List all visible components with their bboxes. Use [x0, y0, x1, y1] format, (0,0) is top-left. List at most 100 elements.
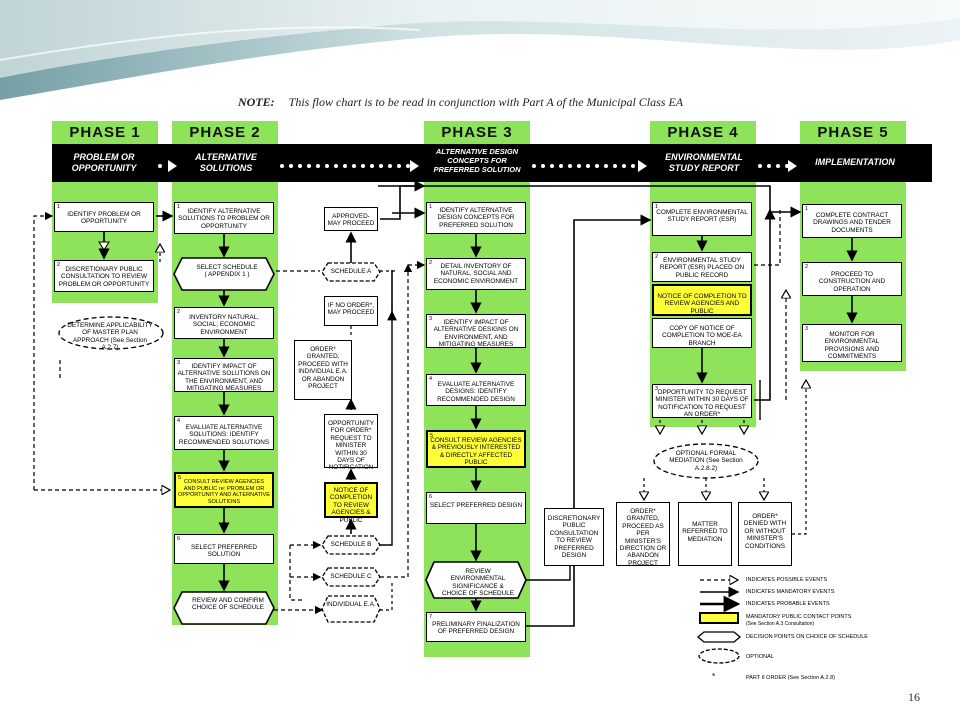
- phase-1-title: PHASE 1: [69, 124, 141, 141]
- p3-to-p4: [526, 214, 652, 627]
- flowchart-note: NOTE:This flow chart is to be read in co…: [238, 95, 684, 109]
- band-dot: [307, 164, 311, 168]
- band-dot: [334, 164, 338, 168]
- band-dot: [158, 164, 162, 168]
- band-arrow-4: [788, 160, 797, 172]
- band-dot: [767, 164, 771, 168]
- individual-ea-label: INDIVIDUAL E.A.: [326, 601, 376, 608]
- band-dot: [343, 164, 347, 168]
- band-arrow-3: [638, 160, 647, 172]
- p4-notice-of-completion-box: NOTICE OF COMPLETION TO REVIEW AGENCIES …: [652, 284, 752, 316]
- band-dot: [559, 164, 563, 168]
- band-dot: [568, 164, 572, 168]
- legend-partii-label: PART II ORDER (See Section A.2.8): [746, 675, 835, 681]
- page-number: 16: [908, 690, 920, 704]
- band-dot: [586, 164, 590, 168]
- schedule-b-label: SCHEDULE B: [330, 541, 372, 548]
- schedule-b-shape: [321, 535, 381, 555]
- band-dot: [325, 164, 329, 168]
- p2-select-schedule-hex: [173, 257, 275, 291]
- order-granted-minister-direction-box: ORDER* GRANTED, PROCEED AS PER MINISTER'…: [616, 502, 670, 567]
- band-dot: [541, 164, 545, 168]
- band-dot: [379, 164, 383, 168]
- schedule-a-label: SCHEDULE A: [330, 268, 372, 275]
- sched-bc-dashed: [289, 545, 304, 601]
- band-label-alternatives: ALTERNATIVE SOLUTIONS: [195, 152, 257, 173]
- schedule-c-label: SCHEDULE C: [330, 573, 372, 580]
- p2-review-confirm-hex: [173, 591, 275, 625]
- individual-back: [380, 580, 393, 611]
- p3-review-significance-label: REVIEW ENVIRONMENTAL SIGNIFICANCE & CHOI…: [441, 568, 515, 598]
- band-dot: [595, 164, 599, 168]
- p2-select-schedule-label: SELECT SCHEDULE ( APPENDIX 1 ): [196, 264, 258, 279]
- legend-decision-hex: [696, 631, 742, 643]
- matter-referred-mediation-box: MATTER REFERRED TO MEDIATION: [678, 502, 732, 566]
- p4-esr-to-p5: [754, 210, 781, 266]
- band-dot: [631, 164, 635, 168]
- legend-probable-label: INDICATES PROBABLE EVENTS: [746, 601, 830, 607]
- legend-contact-label: MANDATORY PUBLIC CONTACT POINTS: [746, 614, 852, 620]
- phase-5-title: PHASE 5: [817, 124, 889, 141]
- order-granted-individual-ea-box: ORDER* GRANTED, PROCEED WITH INDIVIDUAL …: [294, 340, 352, 400]
- band-arrow-2: [410, 160, 419, 172]
- band-dot: [758, 164, 762, 168]
- top-connector: [378, 185, 802, 218]
- if-no-order-box: IF NO ORDER*, MAY PROCEED: [324, 296, 378, 326]
- band-arrow-1: [168, 160, 177, 172]
- order-denied-box: ORDER* DENIED WITH OR WITHOUT MINISTER'S…: [738, 502, 792, 566]
- band-label-problem: PROBLEM OR OPPORTUNITY: [71, 152, 137, 173]
- discretionary-public-consultation-box: DISCRETIONARY PUBLIC CONSULTATION TO REV…: [544, 508, 604, 566]
- band-dot: [397, 164, 401, 168]
- band-dot: [316, 164, 320, 168]
- band-dot: [550, 164, 554, 168]
- band-dot: [622, 164, 626, 168]
- p1-loop-dashed: [33, 211, 54, 490]
- formal-mediation-oval-label: OPTIONAL FORMAL MEDIATION (See Section A…: [669, 450, 743, 472]
- band-dot: [352, 164, 356, 168]
- p4-up-to-p5: [754, 208, 776, 401]
- schedule-a-shape: [321, 262, 381, 282]
- legend-optional-label: OPTIONAL: [746, 654, 774, 660]
- phase-4-title: PHASE 4: [667, 124, 739, 141]
- p1-master-plan-oval: [58, 316, 164, 350]
- band-dot: [298, 164, 302, 168]
- band-dot: [406, 164, 410, 168]
- phase-band: [52, 144, 932, 182]
- p3-review-significance-hex: [425, 561, 527, 599]
- legend-mandatory-label: INDICATES MANDATORY EVENTS: [746, 589, 835, 595]
- band-label-implementation: IMPLEMENTATION: [815, 157, 895, 167]
- legend-decision-label: DECISION POINTS ON CHOICE OF SCHEDULE: [746, 634, 868, 640]
- phase-2-title: PHASE 2: [189, 124, 261, 141]
- legend-optional-oval: [698, 648, 740, 664]
- band-dot: [361, 164, 365, 168]
- notice-of-completion-box: NOTICE OF COMPLETION TO REVIEW AGENCIES …: [324, 482, 378, 524]
- header-wave-banner: [0, 0, 960, 100]
- p1-decision-triangle: [98, 241, 110, 251]
- sched-b-right: [380, 310, 397, 546]
- band-label-esr: ENVIRONMENTAL STUDY REPORT: [665, 152, 743, 173]
- opportunity-order-request-box: OPPORTUNITY FOR ORDER* REQUEST TO MINIST…: [324, 414, 378, 471]
- band-dot: [532, 164, 536, 168]
- approved-top: [380, 180, 426, 220]
- band-dot: [388, 164, 392, 168]
- band-dot: [776, 164, 780, 168]
- phase-3-title: PHASE 3: [441, 124, 513, 141]
- band-dot: [280, 164, 284, 168]
